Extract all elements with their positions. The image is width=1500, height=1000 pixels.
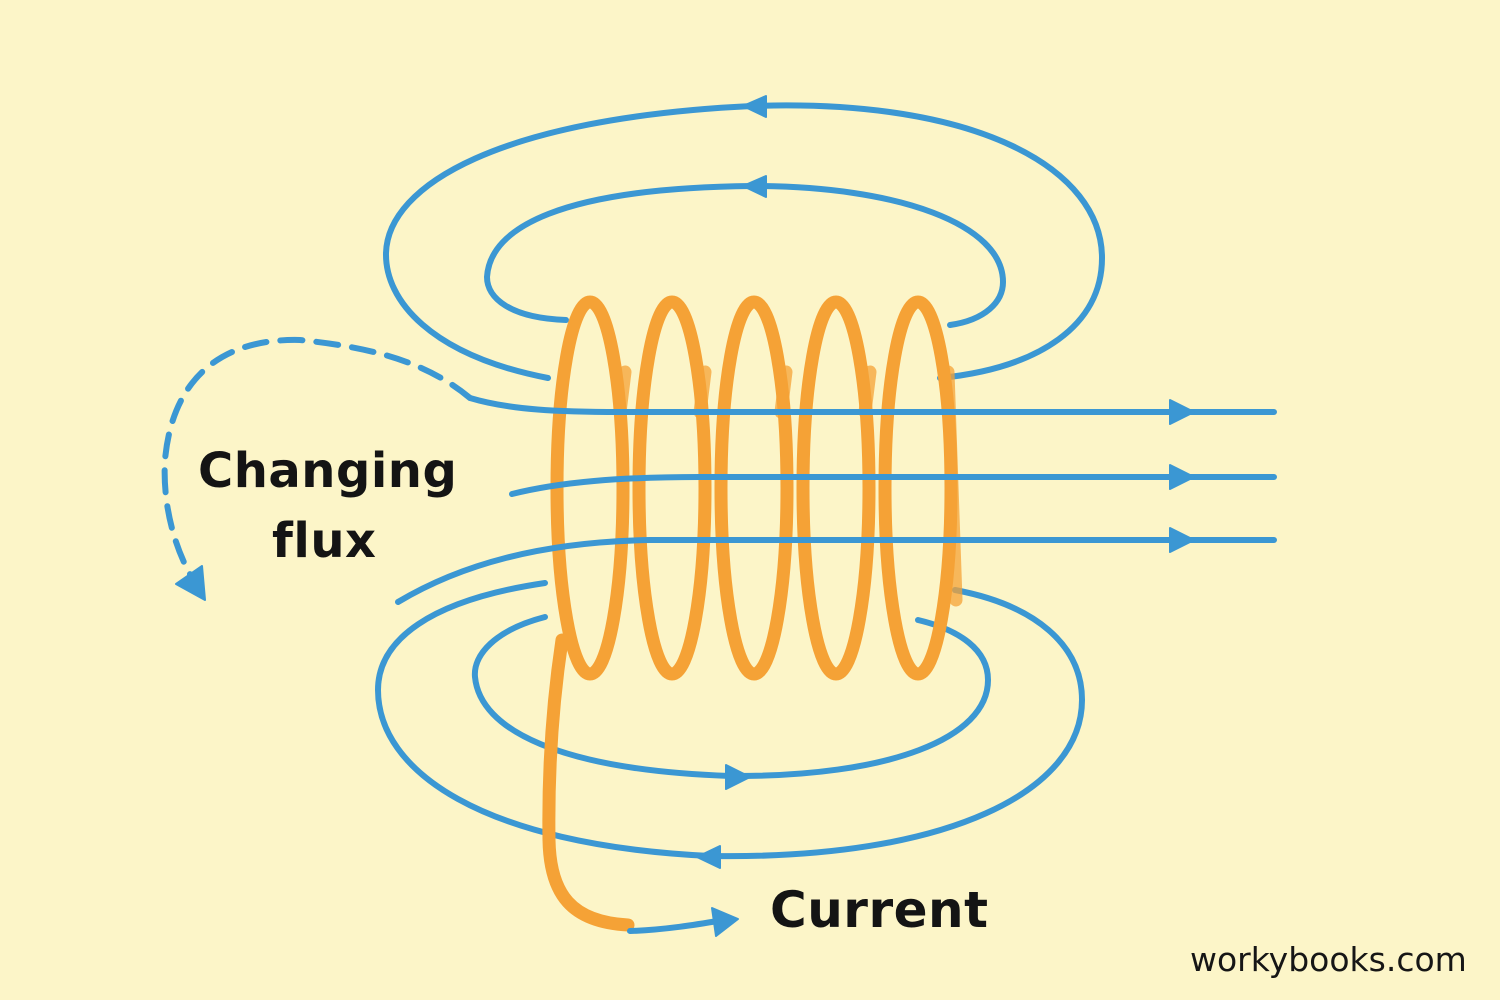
arrowhead-bottom-inner: [725, 764, 751, 790]
changing-flux-arc: [161, 336, 473, 593]
coil-turn-5: [878, 295, 958, 681]
arrowhead-core-3: [1169, 527, 1195, 553]
coil-lead-wire: [542, 633, 635, 932]
current-label: Current: [770, 881, 989, 939]
changing-flux-label-line2: flux: [272, 513, 377, 569]
arrowhead-core-2: [1169, 464, 1195, 490]
core-field-lines: [161, 336, 1277, 934]
coil-turn-3: [714, 295, 794, 681]
coil-turn-4: [796, 295, 876, 681]
arrowhead-bottom-outer: [696, 845, 721, 869]
arrowhead-changing-flux: [175, 565, 206, 601]
arrowhead-current: [711, 907, 739, 937]
coil-turn-2: [632, 295, 712, 681]
watermark: workybooks.com: [1190, 940, 1467, 979]
arrowhead-top-inner: [742, 175, 767, 198]
field-line-core-1: [467, 395, 1277, 415]
arrowhead-core-1: [1169, 399, 1195, 425]
arrowhead-top-outer: [742, 95, 767, 118]
field-line-core-2: [509, 474, 1277, 497]
changing-flux-label: Changing flux: [198, 436, 457, 576]
changing-flux-label-line1: Changing: [198, 443, 458, 499]
field-line-core-3: [395, 537, 1277, 605]
arrowheads: [175, 95, 1195, 937]
